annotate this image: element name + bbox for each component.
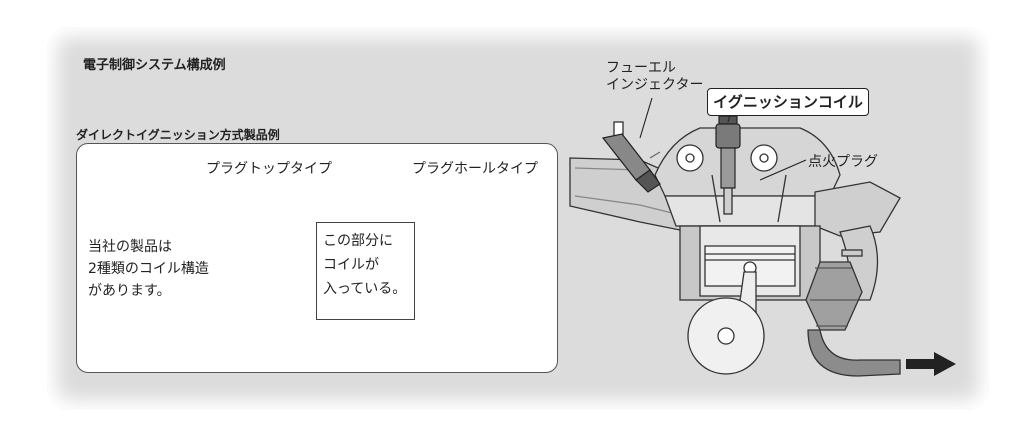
note-line: 2種類のコイル構造 xyxy=(88,261,209,277)
injector-label-line: フューエル xyxy=(606,60,676,76)
injector-label-line: インジェクター xyxy=(606,77,704,93)
engine-leader-lines xyxy=(639,97,807,181)
fuel-injector xyxy=(601,121,661,193)
plug-top-type-label: プラグトップタイプ xyxy=(206,161,332,177)
product-note: 当社の製品は 2種類のコイル構造 があります。 xyxy=(88,236,209,302)
exhaust-arrow-icon xyxy=(906,352,956,376)
engine-block xyxy=(569,127,901,377)
ignition-coil-label: イグニッションコイル xyxy=(707,88,869,116)
callout-line: コイルが xyxy=(323,257,379,273)
engine-ignition-coil xyxy=(715,115,741,215)
fuel-injector-label: フューエル インジェクター xyxy=(606,60,703,94)
spark-plug-label: 点火プラグ xyxy=(808,154,878,170)
callout-line: 入っている。 xyxy=(323,281,407,297)
note-line: があります。 xyxy=(88,283,171,299)
coil-callout: この部分に コイルが 入っている。 xyxy=(316,222,415,320)
diagram-title: 電子制御システム構成例 xyxy=(83,58,226,73)
product-examples-heading: ダイレクトイグニッション方式製品例 xyxy=(76,128,280,142)
note-line: 当社の製品は xyxy=(88,239,172,255)
callout-line: この部分に xyxy=(323,233,393,249)
plug-hole-type-label: プラグホールタイプ xyxy=(412,161,538,177)
